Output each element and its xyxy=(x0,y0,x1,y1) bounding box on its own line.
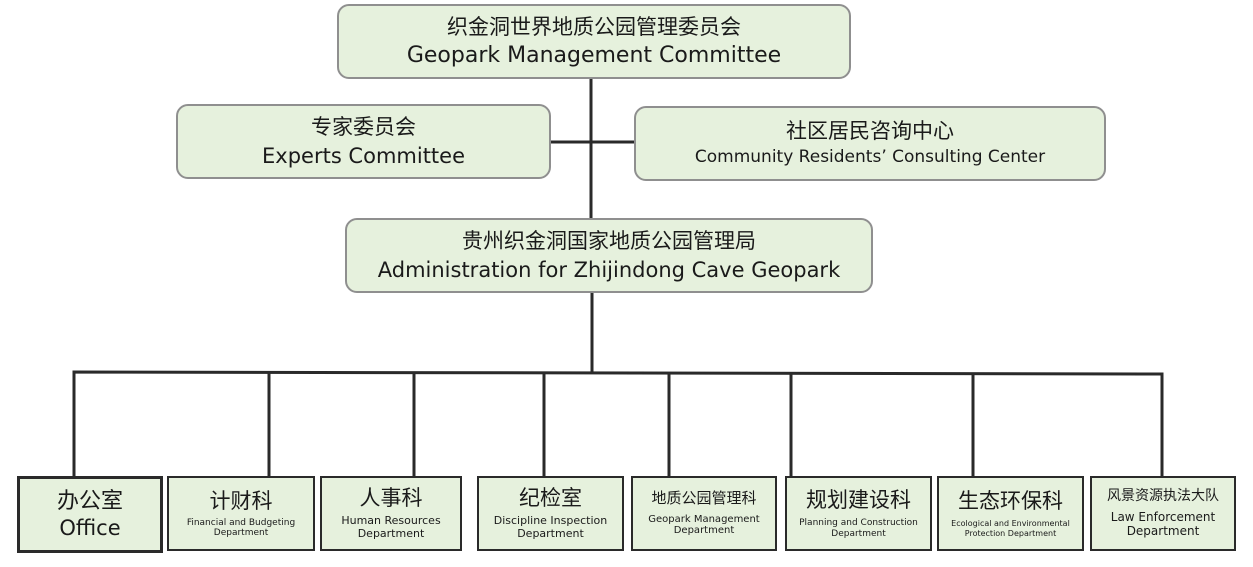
dept-office-en: Office xyxy=(59,516,121,541)
dept-law-en2: Department xyxy=(1126,524,1200,539)
dept-law-enforcement-box: 风景资源执法大队 Law Enforcement Department xyxy=(1090,476,1236,551)
dept-geopark-en2: Department xyxy=(673,525,735,537)
dept-bus-line xyxy=(72,370,1164,476)
community-consulting-center-box: 社区居民咨询中心 Community Residents’ Consulting… xyxy=(634,106,1106,181)
dept-geopark-zh: 地质公园管理科 xyxy=(651,489,757,508)
community-zh-label: 社区居民咨询中心 xyxy=(786,119,954,144)
dept-ecological-zh: 生态环保科 xyxy=(958,489,1063,514)
geopark-management-committee-box: 织金洞世界地质公园管理委员会 Geopark Management Commit… xyxy=(337,4,851,79)
dept-ecological-en1: Ecological and Environmental xyxy=(951,519,1070,529)
top-en-label: Geopark Management Committee xyxy=(406,42,782,68)
dept-planning-en2: Department xyxy=(831,528,886,539)
dept-financial-box: 计财科 Financial and Budgeting Department xyxy=(167,476,315,551)
dept-geopark-management-box: 地质公园管理科 Geopark Management Department xyxy=(631,476,777,551)
admin-zh-label: 贵州织金洞国家地质公园管理局 xyxy=(462,229,756,254)
admin-en-label: Administration for Zhijindong Cave Geopa… xyxy=(377,257,841,282)
dept-hr-en1: Human Resources xyxy=(341,514,441,528)
dept-human-resources-box: 人事科 Human Resources Department xyxy=(320,476,462,551)
experts-committee-box: 专家委员会 Experts Committee xyxy=(176,104,551,179)
dept-financial-zh: 计财科 xyxy=(209,488,273,513)
experts-en-label: Experts Committee xyxy=(262,143,465,168)
dept-discipline-zh: 纪检室 xyxy=(519,486,582,511)
community-en-label: Community Residents’ Consulting Center xyxy=(694,147,1046,168)
dept-office-box: 办公室 Office xyxy=(17,476,163,553)
dept-law-en1: Law Enforcement xyxy=(1110,510,1216,525)
dept-planning-box: 规划建设科 Planning and Construction Departme… xyxy=(785,476,932,551)
dept-geopark-en1: Geopark Management xyxy=(648,513,760,525)
dept-financial-en1: Financial and Budgeting xyxy=(186,517,296,528)
dept-office-zh: 办公室 xyxy=(56,488,123,514)
experts-zh-label: 专家委员会 xyxy=(311,115,416,140)
dept-discipline-en1: Discipline Inspection xyxy=(493,514,608,528)
dept-planning-zh: 规划建设科 xyxy=(806,488,911,513)
dept-ecological-box: 生态环保科 Ecological and Environmental Prote… xyxy=(937,476,1084,551)
dept-planning-en1: Planning and Construction xyxy=(799,518,918,529)
dept-discipline-box: 纪检室 Discipline Inspection Department xyxy=(477,476,624,551)
dept-ecological-en2: Protection Department xyxy=(964,528,1057,538)
dept-law-zh: 风景资源执法大队 xyxy=(1107,488,1219,505)
administration-box: 贵州织金洞国家地质公园管理局 Administration for Zhijin… xyxy=(345,218,873,293)
dept-discipline-en2: Department xyxy=(517,527,584,541)
dept-hr-en2: Department xyxy=(357,527,425,541)
dept-financial-en2: Department xyxy=(213,528,269,539)
dept-hr-zh: 人事科 xyxy=(359,486,423,511)
top-zh-label: 织金洞世界地质公园管理委员会 xyxy=(447,14,741,39)
